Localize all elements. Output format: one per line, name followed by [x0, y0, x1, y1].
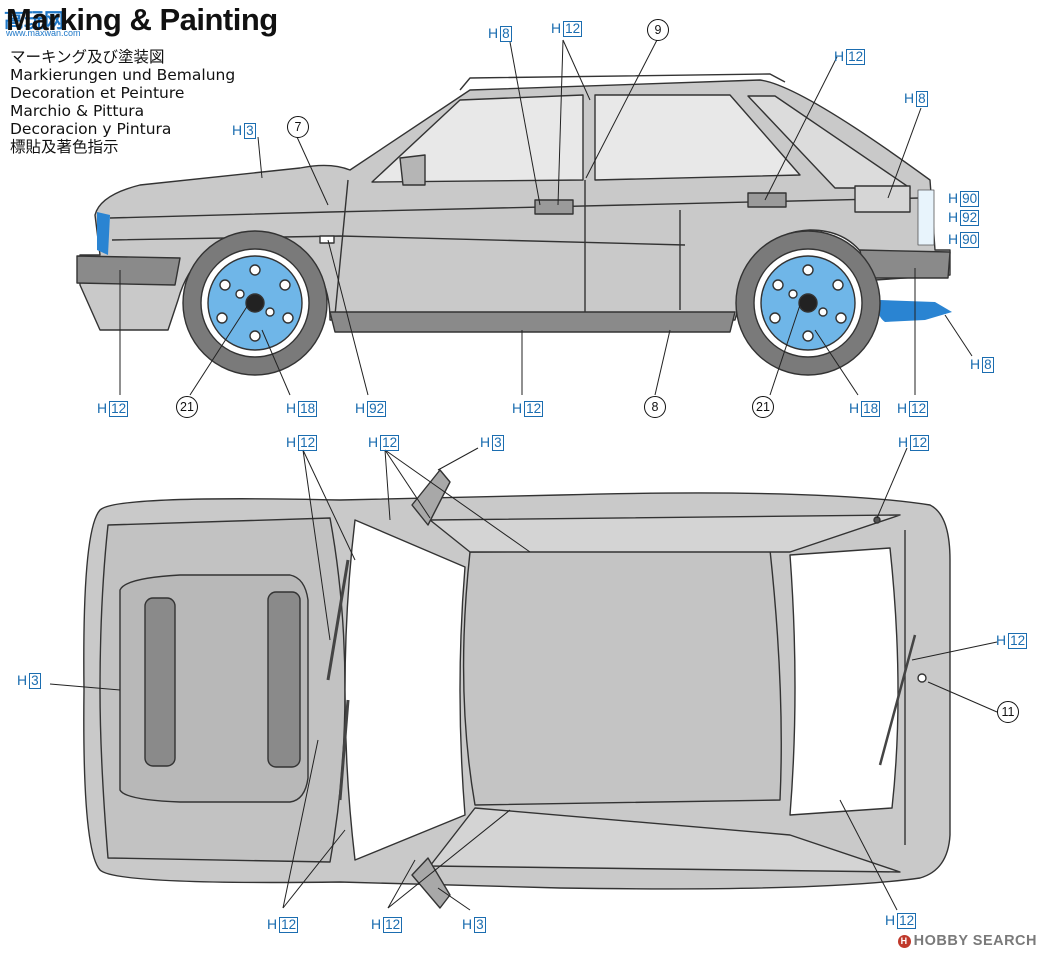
watermark-url-top: www.maxwan.com [6, 28, 81, 38]
top-vent-right [267, 591, 301, 768]
side-rear-wheel [735, 230, 881, 376]
lang-german: Markierungen und Bemalung [10, 66, 236, 84]
lang-french: Decoration et Peinture [10, 84, 185, 102]
side-window-rear [594, 94, 801, 181]
side-front-bumper [76, 255, 181, 286]
side-view-car [76, 73, 952, 376]
top-wiper-front-1 [326, 559, 350, 681]
hobby-search-logo-icon: H [897, 935, 911, 948]
top-wiper-rear [878, 634, 917, 766]
top-windshield [344, 519, 466, 861]
page-title: Marking & Painting [6, 2, 278, 37]
top-view-car [83, 469, 951, 909]
side-mirror [399, 154, 426, 186]
lang-italian: Marchio & Pittura [10, 102, 145, 120]
lang-japanese: マーキング及び塗装図 [10, 48, 165, 66]
part-side-mirror: 7 [287, 116, 309, 138]
top-roof [462, 549, 782, 806]
part-side-sill-badge: 8 [644, 396, 666, 418]
side-headlight [97, 212, 110, 255]
lang-spanish: Decoracion y Pintura [10, 120, 172, 138]
side-rear-handle [747, 192, 787, 208]
part-side-front-wheel-center: 21 [176, 396, 198, 418]
side-rear-lamp [917, 189, 935, 246]
side-front-wheel [182, 230, 328, 376]
leader-lines [49, 39, 998, 911]
top-vent-left [144, 597, 176, 767]
hobby-search-text: HOBBY SEARCH [913, 933, 1037, 949]
part-side-door-lock: 9 [647, 19, 669, 41]
top-rear-glass [789, 547, 899, 816]
part-top-rear-wiper-pivot: 11 [997, 701, 1019, 723]
watermark-logo-top: 高玩网 [4, 10, 64, 32]
side-fuel-cap [854, 185, 911, 213]
part-side-rear-wheel-center: 21 [752, 396, 774, 418]
top-wiper-front-2 [338, 699, 350, 801]
lang-chinese: 標貼及著色指示 [10, 138, 119, 156]
top-mirror-right [411, 857, 451, 909]
side-sill [329, 311, 736, 333]
top-wiper-pivot [917, 673, 927, 683]
side-door-handle [534, 199, 574, 215]
